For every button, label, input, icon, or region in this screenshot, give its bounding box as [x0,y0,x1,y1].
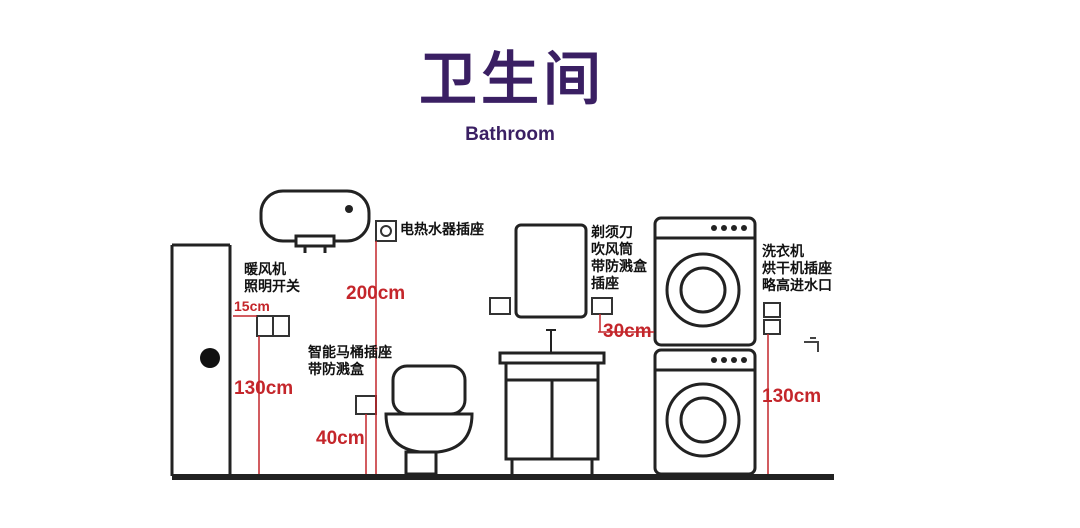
socket-icon [763,302,781,335]
washer-icon [653,216,757,476]
shaver-socket-label: 剃须刀 吹风筒 带防溅盒 插座 [591,225,647,293]
door-icon [170,243,232,476]
water-heater-socket-label: 电热水器插座 [400,222,484,238]
socket-icon [355,395,377,415]
socket-icon [489,297,613,315]
floor-line [172,474,834,480]
toilet-icon [384,364,474,476]
page-subtitle: Bathroom [465,124,555,145]
faucet-icon [804,337,819,352]
mirror-socket-offset-measure: 30cm [603,321,652,342]
washer-socket-label: 洗衣机 烘干机插座 略高进水口 [762,244,832,295]
vanity-icon [498,351,606,474]
heater-switch-label: 暖风机 照明开关 [244,262,300,296]
basin-faucet-icon [546,329,556,354]
switch-offset-measure: 15cm [234,298,270,314]
mirror-icon [514,223,588,319]
toilet-socket-height-measure: 40cm [316,428,365,449]
switch-height-measure: 130cm [234,378,294,399]
page-title: 卫生间 [418,45,605,113]
water-heater-icon [259,189,371,253]
water-heater-height-measure: 200cm [346,283,406,304]
door-knob-icon [200,348,220,368]
washer-socket-height-measure: 130cm [762,386,822,407]
toilet-socket-label: 智能马桶插座 带防溅盒 [308,345,392,379]
washer-buttons-icon [711,225,747,363]
socket-icon [375,220,397,242]
heater-indicator-icon [345,205,353,213]
switch-icon [256,315,290,337]
measurement-lines [233,241,769,474]
